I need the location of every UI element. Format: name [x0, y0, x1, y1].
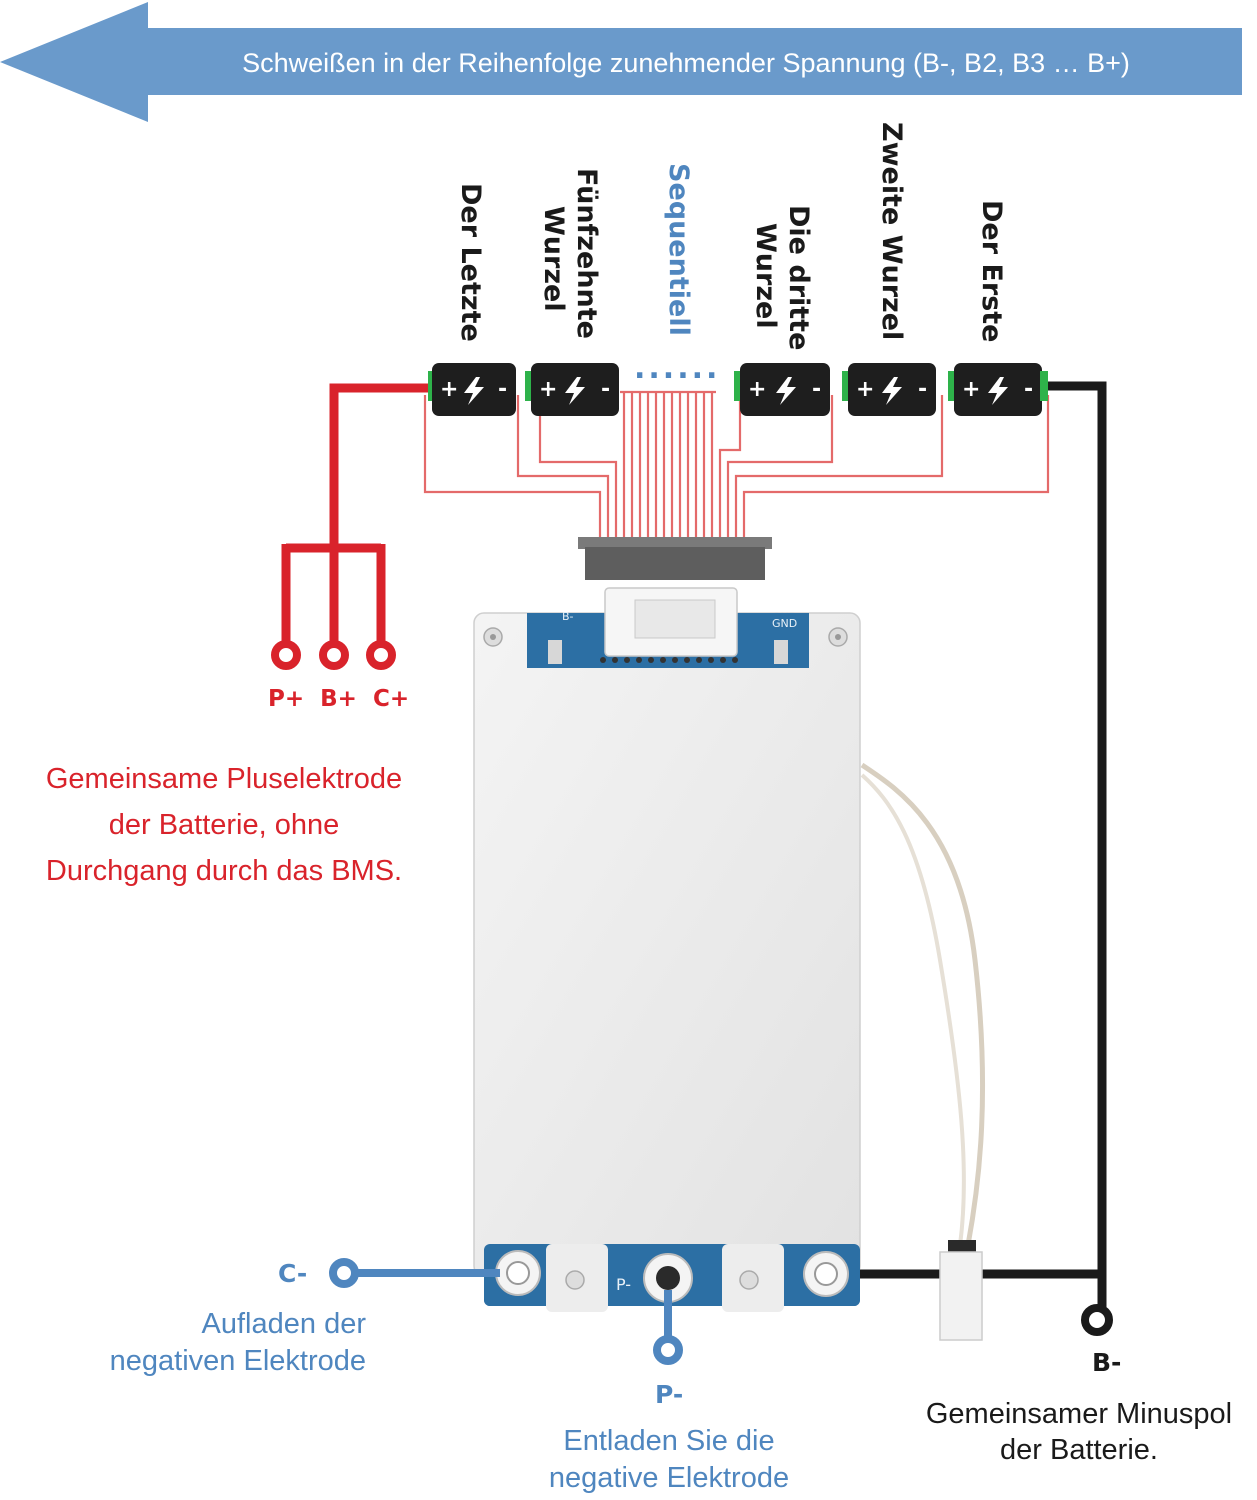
- svg-text:+: +: [856, 377, 874, 402]
- b-minus-pad: [803, 1251, 849, 1297]
- svg-text:Der Erste: Der Erste: [976, 200, 1007, 343]
- cell-labels: Der Letzte Fünfzehnte Wurzel Sequentiell…: [455, 122, 1007, 350]
- positive-terminals: [271, 640, 396, 670]
- svg-text:-: -: [498, 377, 507, 402]
- balance-connector: [578, 537, 772, 580]
- c-minus-lead: [329, 1258, 500, 1288]
- left-arrow-icon: [0, 2, 1242, 122]
- b-minus-description: Gemeinsamer Minuspol der Batterie.: [904, 1396, 1254, 1468]
- svg-text:GND: GND: [772, 617, 797, 630]
- c-minus-description-line-2: negativen Elektrode: [109, 1345, 366, 1377]
- sequence-dots: ......: [634, 351, 720, 386]
- p-minus-description-line-2: negative Elektrode: [548, 1462, 790, 1494]
- label-zweite-wurzel: Zweite Wurzel: [876, 122, 907, 340]
- svg-text:-: -: [601, 377, 610, 402]
- cell-second: + -: [842, 363, 936, 416]
- p-minus-description-line-1: Entladen Sie die: [563, 1425, 775, 1457]
- screw-icon: [483, 627, 848, 647]
- temperature-sensor: [860, 762, 986, 1341]
- label-sequentiell: Sequentiell: [663, 163, 694, 336]
- svg-text:Zweite Wurzel: Zweite Wurzel: [876, 122, 907, 340]
- c-minus-description: Aufladen der negativen Elektrode: [40, 1306, 366, 1380]
- svg-text:Wurzel: Wurzel: [750, 223, 781, 329]
- b-minus-label: B-: [1092, 1348, 1122, 1377]
- positive-description-line-3: Durchgang durch das BMS.: [45, 855, 403, 887]
- p-minus-label: P-: [655, 1380, 684, 1409]
- positive-terminal-labels: P+ B+ C+: [268, 686, 410, 712]
- p-minus-description: Entladen Sie die negative Elektrode: [510, 1423, 828, 1497]
- cell-third: + -: [734, 363, 830, 416]
- cell-last: + -: [428, 363, 516, 416]
- positive-description-line-1: Gemeinsame Pluselektrode: [45, 763, 403, 795]
- positive-description: Gemeinsame Pluselektrode der Batterie, o…: [0, 756, 448, 894]
- svg-text:-: -: [1024, 377, 1033, 402]
- label-der-letzte: Der Letzte: [455, 183, 486, 342]
- b-minus-description-line-2: der Batterie.: [1000, 1434, 1158, 1466]
- lightning-icon: [988, 377, 1008, 405]
- banner-text: Schweißen in der Reihenfolge zunehmender…: [242, 48, 1130, 78]
- positive-description-line-2: der Batterie, ohne: [108, 809, 340, 841]
- svg-text:Wurzel: Wurzel: [538, 206, 569, 312]
- p-minus-lead: [653, 1290, 683, 1365]
- lightning-icon: [464, 377, 484, 405]
- svg-text:+: +: [748, 377, 766, 402]
- svg-text:+: +: [539, 377, 557, 402]
- label-der-erste: Der Erste: [976, 200, 1007, 343]
- b-minus-description-line-1: Gemeinsamer Minuspol: [925, 1398, 1233, 1430]
- lightning-icon: [776, 377, 796, 405]
- svg-text:Der Letzte: Der Letzte: [455, 183, 486, 342]
- positive-wire: [281, 383, 430, 648]
- balance-wires: [423, 390, 1050, 542]
- battery-cells: + - + - + - + - +: [428, 351, 1048, 416]
- svg-text:-: -: [812, 377, 821, 402]
- bms-board: B- GND B- GND: [473, 587, 861, 1312]
- lightning-icon: [565, 377, 585, 405]
- svg-text:+: +: [962, 377, 980, 402]
- p-minus-pad: P-: [616, 1253, 693, 1303]
- label-fuenfzehnte-wurzel: Fünfzehnte Wurzel: [538, 168, 602, 339]
- svg-text:B-: B-: [562, 610, 574, 623]
- heatsink-plate: [473, 612, 861, 1277]
- lightning-icon: [882, 377, 902, 405]
- svg-text:P-: P-: [616, 1275, 631, 1294]
- svg-text:-: -: [918, 377, 927, 402]
- svg-text:+: +: [440, 377, 458, 402]
- direction-banner: Schweißen in der Reihenfolge zunehmender…: [0, 2, 1242, 122]
- label-die-dritte-wurzel: Die dritte Wurzel: [750, 205, 814, 350]
- svg-text:Die dritte: Die dritte: [783, 205, 814, 350]
- cell-first: + -: [948, 363, 1048, 416]
- svg-text:Sequentiell: Sequentiell: [663, 163, 694, 336]
- b-minus-terminal: [1081, 1304, 1113, 1336]
- c-minus-pad: [495, 1250, 541, 1296]
- c-minus-description-line-1: Aufladen der: [201, 1308, 366, 1340]
- c-minus-label: C-: [278, 1259, 308, 1288]
- cell-fifteenth: + -: [525, 363, 619, 416]
- svg-text:Fünfzehnte: Fünfzehnte: [571, 168, 602, 339]
